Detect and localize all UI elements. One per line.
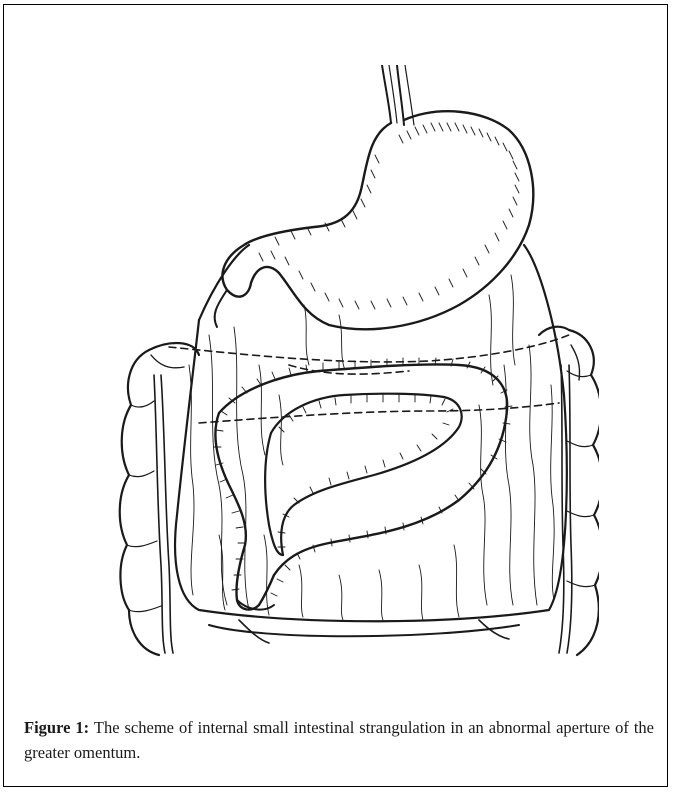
small-intestine-loop [214,358,512,610]
stomach [215,111,534,329]
figure-frame: Figure 1: The scheme of internal small i… [3,4,668,787]
figure-caption: Figure 1: The scheme of internal small i… [24,715,654,765]
figure-label: Figure 1: [24,718,89,737]
ascending-colon [120,343,199,655]
descending-colon [539,327,599,655]
dashed-outline [169,335,569,423]
greater-omentum [175,245,567,643]
esophagus [382,65,414,125]
figure-caption-text: The scheme of internal small intestinal … [24,718,654,762]
anatomical-illustration [99,65,599,665]
